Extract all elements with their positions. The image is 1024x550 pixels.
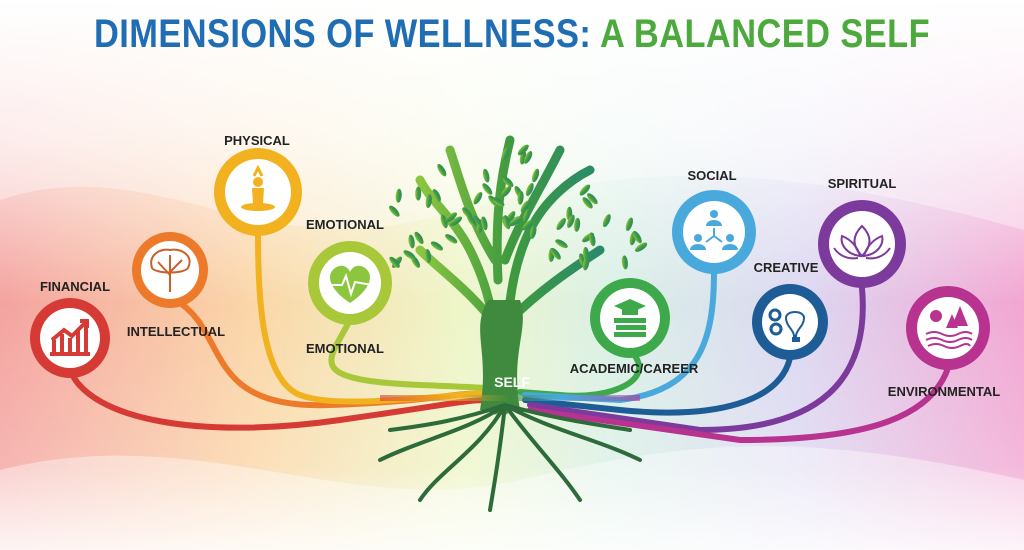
yoga-pose-icon xyxy=(241,164,275,211)
leaf xyxy=(424,249,432,263)
leaf xyxy=(502,176,514,188)
leaf xyxy=(501,147,510,161)
label-emotional-bottom: EMOTIONAL xyxy=(306,341,384,356)
leaf xyxy=(482,183,493,195)
node-emotional: EMOTIONAL EMOTIONAL xyxy=(306,217,392,356)
label-environmental: ENVIRONMENTAL xyxy=(888,384,1000,399)
leaf xyxy=(520,200,531,213)
leaf xyxy=(525,182,534,197)
leaf xyxy=(621,255,628,270)
label-academic-career: ACADEMIC/CAREER xyxy=(570,361,699,376)
leaf xyxy=(632,230,642,244)
graduation-books-icon xyxy=(614,299,646,337)
leaf xyxy=(415,186,422,201)
leaf xyxy=(501,185,512,198)
node-financial: FINANCIAL xyxy=(30,279,110,378)
leaf xyxy=(445,234,458,244)
label-intellectual: INTELLECTUAL xyxy=(127,324,225,339)
leaf xyxy=(503,215,511,229)
leaf xyxy=(582,197,593,209)
leaf xyxy=(408,234,415,249)
leaf xyxy=(432,189,441,202)
node-academic-career: ACADEMIC/CAREER xyxy=(570,278,699,376)
label-financial: FINANCIAL xyxy=(40,279,110,294)
node-environmental: ENVIRONMENTAL xyxy=(888,286,1000,399)
leaf xyxy=(395,188,402,203)
leaf xyxy=(635,242,648,252)
node-creative: CREATIVE xyxy=(752,260,828,360)
tree-of-self: SELF xyxy=(363,135,648,512)
leaf xyxy=(430,241,443,251)
leaf xyxy=(523,208,531,222)
leaf xyxy=(492,197,505,207)
people-network-icon xyxy=(690,210,738,250)
leaf xyxy=(589,232,596,247)
leaf xyxy=(517,144,529,156)
label-physical: PHYSICAL xyxy=(224,133,290,148)
node-physical: PHYSICAL xyxy=(214,133,302,236)
leaf xyxy=(579,184,591,196)
nature-icon xyxy=(925,306,973,349)
leaf xyxy=(467,215,477,228)
leaf xyxy=(556,218,566,230)
leaf xyxy=(555,239,568,249)
leaf xyxy=(482,168,490,183)
leaf xyxy=(574,217,581,232)
leaf xyxy=(445,212,457,223)
leaf xyxy=(473,192,483,205)
leaf xyxy=(425,194,432,209)
label-creative: CREATIVE xyxy=(754,260,819,275)
lotus-icon xyxy=(833,224,891,260)
leaf xyxy=(567,214,575,228)
leaf xyxy=(481,216,488,231)
leaf xyxy=(625,217,634,231)
leaf xyxy=(602,214,611,228)
rising-chart-icon xyxy=(50,319,90,356)
leaf xyxy=(522,219,534,231)
label-spiritual: SPIRITUAL xyxy=(828,176,897,191)
leaf xyxy=(450,216,463,226)
self-label: SELF xyxy=(494,374,530,390)
leaf xyxy=(414,231,424,245)
page-title: DIMENSIONS OF WELLNESS: A BALANCED SELF xyxy=(72,12,953,57)
brain-tree-icon xyxy=(150,248,191,292)
connector-stems xyxy=(67,232,951,444)
leaf xyxy=(586,193,598,205)
label-emotional-top: EMOTIONAL xyxy=(306,217,384,232)
node-intellectual: INTELLECTUAL xyxy=(127,232,225,339)
leaf xyxy=(437,164,447,177)
lightbulb-gears-icon xyxy=(768,308,806,342)
leaf xyxy=(508,217,522,227)
node-social: SOCIAL xyxy=(672,168,756,274)
leaf xyxy=(529,225,537,239)
leaf xyxy=(440,214,448,229)
leaf xyxy=(550,247,561,260)
leaf xyxy=(403,250,416,260)
leaf xyxy=(582,247,590,261)
node-spiritual: SPIRITUAL xyxy=(818,176,906,288)
leaf xyxy=(532,168,540,183)
label-social: SOCIAL xyxy=(687,168,736,183)
leaf xyxy=(473,215,483,228)
heartbeat-icon xyxy=(328,265,373,303)
title-part-2: A BALANCED SELF xyxy=(599,12,931,56)
leaf xyxy=(523,151,533,164)
leaf xyxy=(389,256,400,268)
title-part-1: DIMENSIONS OF WELLNESS: xyxy=(93,12,592,56)
leaf xyxy=(517,190,524,205)
leaf xyxy=(389,205,400,217)
